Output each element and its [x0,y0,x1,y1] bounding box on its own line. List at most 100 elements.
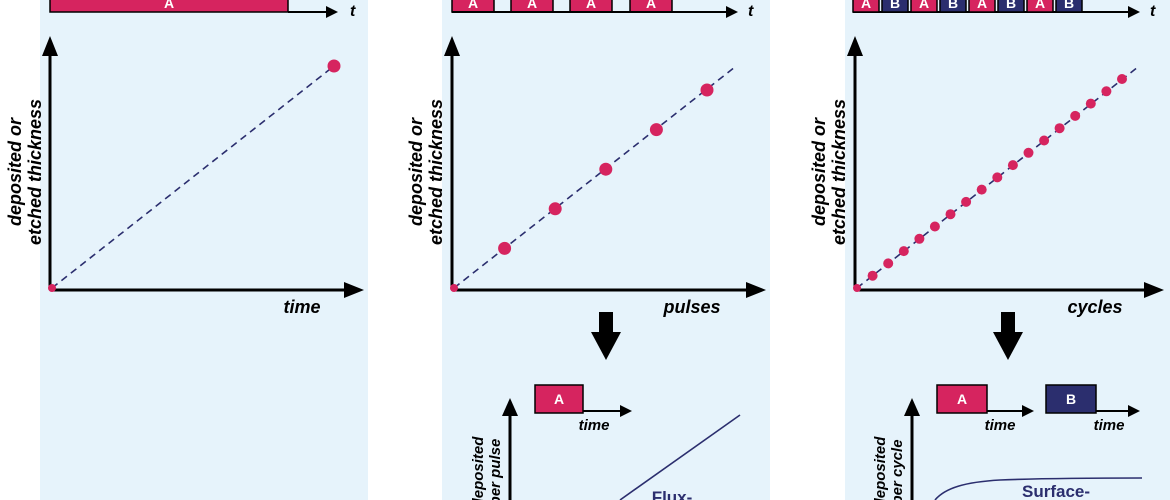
data-point [853,284,861,292]
inset-pulse-rate: A time deposited per pulse Flux- [470,384,741,500]
pulse-a-label: A [861,0,871,11]
pulse-a-box [49,0,289,13]
data-point [976,184,987,195]
timeline-label: t [748,3,754,20]
y-axis-arrowhead [847,36,863,56]
panel-pulsed: A A A A t deposited or etched thickness … [406,0,770,500]
y-axis-label-line2: etched thickness [426,99,446,245]
y-axis-label-line1: deposited or [406,117,426,226]
timeline: A t [49,0,356,20]
pulse-b-box [939,0,967,13]
pulse-a-box [852,0,880,13]
down-arrow [591,312,621,360]
inset-pulse-a-box [936,384,988,414]
pulse-a-label: A [468,0,478,11]
pulse-a-label: A [646,0,656,11]
pulse-a-label: A [164,0,174,11]
timeline-arrowhead [1128,6,1140,18]
inset-cycle-rate: A time B time deposited per cycle Surfac… [872,384,1143,500]
inset-time-arrowhead-a [1022,405,1034,417]
x-axis-arrowhead [746,282,766,298]
data-point [1007,160,1018,171]
inset-pulse-a-label: A [554,391,564,407]
panel-background [442,0,770,500]
data-point [649,123,663,137]
pulse-a-label: A [586,0,596,11]
pulse-a-box [1026,0,1054,13]
data-points [450,83,714,292]
pulse-b-label: B [948,0,958,11]
data-point [898,246,909,257]
axes [42,36,364,298]
down-arrow-shaft [1001,312,1015,334]
y-axis-arrowhead [444,36,460,56]
data-point [1039,135,1050,146]
data-point [929,221,940,232]
inset-y-arrowhead [502,398,518,416]
x-axis-label: time [283,297,320,317]
pulse-b-box [881,0,909,13]
y-axis-label-line2: etched thickness [829,99,849,245]
x-axis-arrowhead [344,282,364,298]
timeline-label: t [1150,3,1156,20]
inset-y-label-line2: per cycle [889,439,906,500]
x-axis-label: cycles [1067,297,1122,317]
data-point [48,284,56,292]
y-axis-label-line1: deposited or [5,117,25,226]
inset-time-label-a: time [985,417,1016,434]
inset-y-label-line2: per pulse [487,439,504,500]
data-point [914,233,925,244]
inset-time-arrowhead-b [1128,405,1140,417]
data-point [450,284,458,292]
inset-saturation-curve [934,477,1143,500]
inset-y-label-line1: deposited [872,436,889,500]
down-arrow-head [591,332,621,360]
y-axis-arrowhead [42,36,58,56]
panel-continuous: A t deposited or etched thickness time [5,0,368,500]
pulse-b-label: B [1006,0,1016,11]
data-point [700,83,714,97]
data-point [1054,123,1065,134]
data-points [853,74,1127,292]
inset-time-label: time [579,417,610,434]
inset-pulse-a-box [534,384,584,414]
inset-pulse-b-box [1045,384,1097,414]
timeline-arrowhead [726,6,738,18]
data-point [992,172,1003,183]
y-axis-label-line1: deposited or [809,117,829,226]
pulse-a-label: A [977,0,987,11]
data-point [961,196,972,207]
data-point [1085,98,1096,109]
inset-time-label-b: time [1094,417,1125,434]
data-point [1023,147,1034,158]
pulse-b-label: B [1064,0,1074,11]
data-points [48,59,341,292]
inset-y-label-line1: deposited [470,436,487,500]
inset-linear-curve [619,414,741,500]
data-point [548,202,562,216]
inset-time-arrowhead [620,405,632,417]
x-axis-arrowhead [1144,282,1164,298]
axes [444,36,766,298]
timeline-label: t [350,3,356,20]
y-axis-label-line2: etched thickness [25,99,45,245]
inset-curve-label: Surface- [1022,482,1090,500]
pulse-b-box [997,0,1025,13]
data-point [883,258,894,269]
pulse-a-box [968,0,996,13]
data-point [945,209,956,220]
inset-pulse-a-label: A [957,391,967,407]
data-point [1101,86,1112,97]
data-point [867,270,878,281]
down-arrow-shaft [599,312,613,334]
inset-pulse-b-label: B [1066,391,1076,407]
pulse-b-box [1055,0,1083,13]
timeline-arrowhead [326,6,338,18]
data-point [599,162,613,176]
x-axis-label: pulses [662,297,720,317]
data-point [498,241,512,255]
data-point [1117,74,1127,84]
axes [847,36,1164,298]
